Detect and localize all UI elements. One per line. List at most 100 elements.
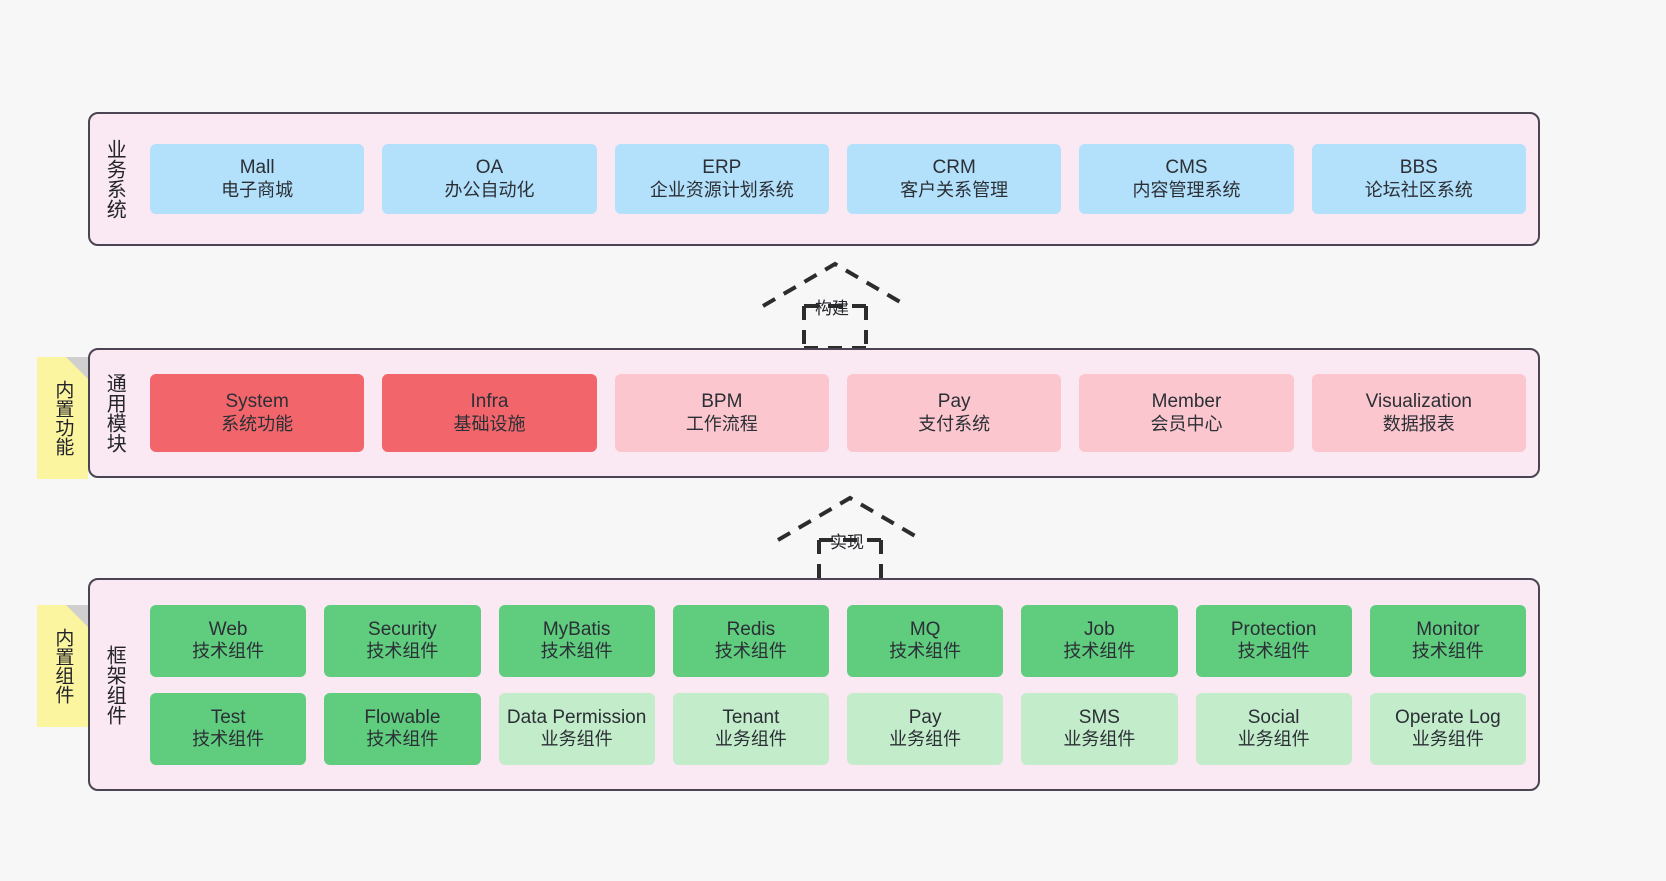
node-data-permission-cn: 业务组件 [540,729,613,750]
node-flowable-en: Flowable [364,706,441,728]
node-flowable[interactable]: Flowable 技术组件 [324,692,481,765]
node-member[interactable]: Member 会员中心 [1079,374,1294,452]
node-bpm-cn: 工作流程 [685,413,758,434]
node-data-permission[interactable]: Data Permission 业务组件 [498,692,655,765]
node-member-cn: 会员中心 [1150,413,1223,434]
node-bbs-cn: 论坛社区系统 [1364,179,1473,200]
layer-title-frame: 框架组件 [103,644,126,725]
node-oa[interactable]: OA 办公自动化 [382,144,597,214]
layer-body-common: System 系统功能 Infra 基础设施 BPM 工作流程 Pay 支付系统… [138,350,1538,476]
node-bbs-en: BBS [1399,157,1438,179]
node-cms[interactable]: CMS 内容管理系统 [1079,144,1294,214]
node-system-cn: 系统功能 [221,413,294,434]
node-monitor[interactable]: Monitor 技术组件 [1369,604,1526,677]
node-crm-en: CRM [932,157,976,179]
connector-implement-glyph [776,495,924,584]
connector-implement-label: 实现 [830,533,864,552]
node-sms[interactable]: SMS 业务组件 [1021,692,1178,765]
node-pay-component-cn: 业务组件 [889,729,962,750]
node-security[interactable]: Security 技术组件 [324,604,481,677]
node-protection-cn: 技术组件 [1237,641,1310,662]
node-cms-cn: 内容管理系统 [1132,179,1241,200]
node-security-cn: 技术组件 [366,641,439,662]
connector-build-glyph [761,261,909,350]
node-social[interactable]: Social 业务组件 [1195,692,1352,765]
node-mq-cn: 技术组件 [889,641,962,662]
sticky-note-builtin-features-label: 内置功能 [52,380,74,456]
layer-title-business: 业务系统 [103,139,126,219]
layer-common-row-1: System 系统功能 Infra 基础设施 BPM 工作流程 Pay 支付系统… [150,374,1526,452]
node-mybatis-cn: 技术组件 [540,641,613,662]
layer-frame-row-2: Test 技术组件 Flowable 技术组件 Data Permission … [150,692,1526,765]
layer-common-modules: 通用模块 System 系统功能 Infra 基础设施 BPM 工作流程 Pay… [88,348,1540,478]
node-security-en: Security [368,618,437,640]
node-monitor-cn: 技术组件 [1411,641,1484,662]
node-pay-component[interactable]: Pay 业务组件 [847,692,1004,765]
node-mall[interactable]: Mall 电子商城 [150,144,365,214]
node-erp-cn: 企业资源计划系统 [649,179,794,200]
node-bpm[interactable]: BPM 工作流程 [614,374,829,452]
node-test-en: Test [210,706,246,728]
node-mall-cn: 电子商城 [221,179,294,200]
node-infra-en: Infra [470,391,509,413]
node-job-cn: 技术组件 [1063,641,1136,662]
node-operate-log-en: Operate Log [1395,706,1501,728]
node-flowable-cn: 技术组件 [366,729,439,750]
node-oa-en: OA [475,157,504,179]
node-mq[interactable]: MQ 技术组件 [847,604,1004,677]
sticky-note-builtin-features: 内置功能 [37,357,88,479]
node-web[interactable]: Web 技术组件 [150,604,307,677]
layer-business-systems: 业务系统 Mall 电子商城 OA 办公自动化 ERP 企业资源计划系统 CRM… [88,112,1540,246]
node-social-cn: 业务组件 [1237,729,1310,750]
node-cms-en: CMS [1165,157,1208,179]
node-web-cn: 技术组件 [192,641,265,662]
layer-frame-row-1: Web 技术组件 Security 技术组件 MyBatis 技术组件 Redi… [150,604,1526,677]
node-mybatis-en: MyBatis [542,618,611,640]
node-mall-en: Mall [239,157,275,179]
node-job-en: Job [1084,618,1115,640]
node-sms-cn: 业务组件 [1063,729,1136,750]
layer-title-common: 通用模块 [103,373,126,453]
node-social-en: Social [1247,706,1300,728]
node-test-cn: 技术组件 [192,729,265,750]
node-pay-module-cn: 支付系统 [918,413,991,434]
connector-build: 构建 [755,258,915,350]
layer-business-row-1: Mall 电子商城 OA 办公自动化 ERP 企业资源计划系统 CRM 客户关系… [150,144,1526,214]
node-infra[interactable]: Infra 基础设施 [382,374,597,452]
layer-body-frame: Web 技术组件 Security 技术组件 MyBatis 技术组件 Redi… [138,580,1538,789]
sticky-note-builtin-components: 内置组件 [37,605,88,727]
node-redis[interactable]: Redis 技术组件 [672,604,829,677]
node-bbs[interactable]: BBS 论坛社区系统 [1311,144,1526,214]
node-test[interactable]: Test 技术组件 [150,692,307,765]
node-visualization[interactable]: Visualization 数据报表 [1311,374,1526,452]
node-tenant-cn: 业务组件 [714,729,787,750]
node-pay-module[interactable]: Pay 支付系统 [846,374,1062,452]
node-job[interactable]: Job 技术组件 [1021,604,1178,677]
node-erp[interactable]: ERP 企业资源计划系统 [614,144,829,214]
node-pay-module-en: Pay [937,391,971,413]
node-tenant[interactable]: Tenant 业务组件 [672,692,829,765]
generalization-triangle-build [761,261,909,308]
node-mybatis[interactable]: MyBatis 技术组件 [498,604,655,677]
connector-build-label: 构建 [815,299,849,318]
node-sms-en: SMS [1078,706,1120,728]
connector-implement: 实现 [770,492,930,584]
node-operate-log-cn: 业务组件 [1411,729,1484,750]
node-mq-en: MQ [909,618,941,640]
node-redis-en: Redis [726,618,776,640]
node-system[interactable]: System 系统功能 [150,374,365,452]
node-crm[interactable]: CRM 客户关系管理 [846,144,1062,214]
node-protection[interactable]: Protection 技术组件 [1195,604,1352,677]
node-infra-cn: 基础设施 [453,413,526,434]
node-bpm-en: BPM [701,391,743,413]
node-member-en: Member [1151,391,1222,413]
node-monitor-en: Monitor [1416,618,1480,640]
layer-framework-components: 框架组件 Web 技术组件 Security 技术组件 MyBatis 技术组件… [88,578,1540,791]
node-protection-en: Protection [1230,618,1317,640]
node-operate-log[interactable]: Operate Log 业务组件 [1369,692,1526,765]
node-redis-cn: 技术组件 [714,641,787,662]
node-system-en: System [225,391,289,413]
node-web-en: Web [208,618,248,640]
node-oa-cn: 办公自动化 [444,179,535,200]
